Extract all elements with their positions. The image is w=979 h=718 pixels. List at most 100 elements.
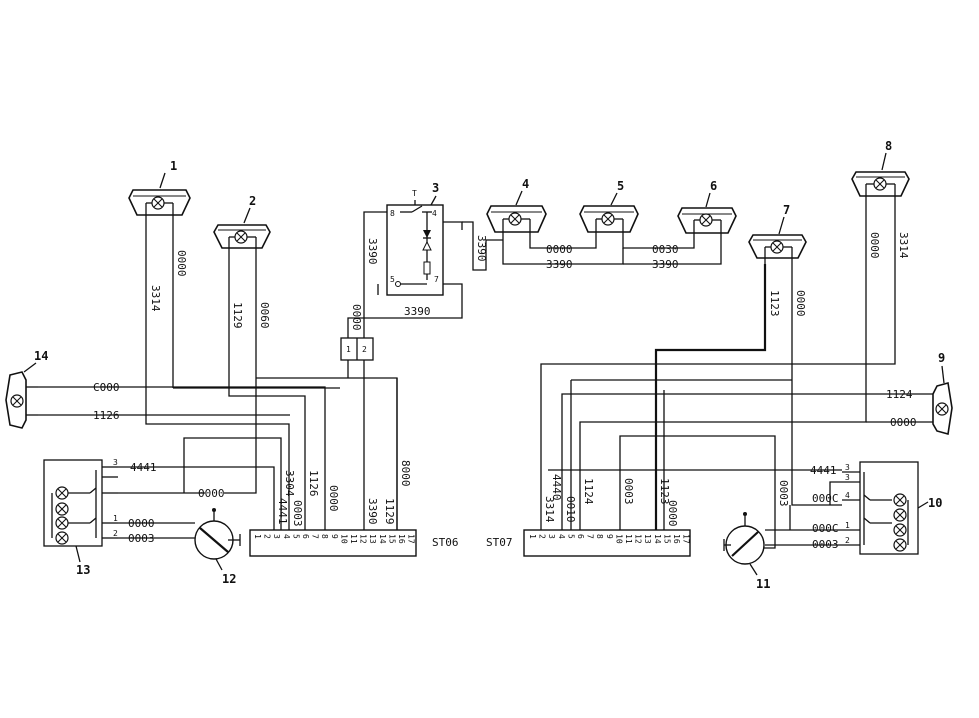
wire-label: 1129 [383, 498, 396, 525]
junction-pin-2: 2 [362, 345, 367, 354]
junction-block: 1 2 [340, 337, 374, 361]
connector-pin: 1 [528, 534, 537, 539]
lamp-bulb-icon [151, 196, 165, 210]
switch-panel-10: 3 3 4 1 2 10 [842, 461, 942, 555]
label-4: 4 [522, 177, 529, 191]
panel10-pin-3b: 3 [845, 473, 850, 482]
wire-label: 3314 [543, 496, 556, 523]
panel10-pin-2: 2 [845, 536, 850, 545]
wire-label: 0010 [564, 496, 577, 523]
panel10-pin-3: 3 [845, 463, 850, 472]
wire-label: 000C [812, 492, 839, 505]
connector-pin: 9 [330, 534, 339, 539]
connector-pin: 11 [349, 534, 358, 544]
connector-pin: 8 [320, 534, 329, 539]
connector-pin: 10 [339, 534, 348, 544]
wire-label: 0000 [327, 485, 340, 512]
panel13-pin-3: 3 [113, 458, 118, 467]
connector-pin: 15 [387, 534, 396, 544]
connector-st06-label: ST06 [432, 536, 459, 549]
wire-label: 0003 [812, 538, 839, 551]
lamp-5: 5 [579, 179, 639, 240]
lamp-bulb-icon [935, 402, 949, 416]
wire-label: C000 [93, 381, 120, 394]
relay-pin-8: 8 [390, 209, 395, 218]
wire-label: 1124 [886, 388, 913, 401]
label-3: 3 [432, 181, 439, 195]
connector-pin: 17 [407, 534, 416, 544]
wire-label: 0003 [291, 500, 304, 527]
lamp-7: 7 [748, 203, 807, 264]
lamp-bulb-icon [508, 212, 522, 226]
wire-label: 3390 [366, 498, 379, 525]
connector-pin: 3 [272, 534, 281, 539]
lamp-6: 6 [677, 179, 737, 240]
connector-pin: 2 [538, 534, 547, 539]
junction-pin-1: 1 [346, 345, 351, 354]
wire-label: 0000 [868, 232, 881, 259]
connector-pin: 14 [378, 534, 387, 544]
lamp-9: 9 [932, 351, 953, 436]
panel10-pin-1: 1 [845, 521, 850, 530]
wire-label: 3314 [149, 285, 162, 312]
wire-label: 3390 [652, 258, 679, 271]
switch-12: 12 [194, 508, 241, 586]
wire-label: 0060 [258, 302, 271, 329]
connector-pin: 2 [263, 534, 272, 539]
wire-label: 3314 [897, 232, 910, 259]
lamp-1: 1 [128, 159, 191, 222]
switch-panel-13: 3 1 2 13 [43, 458, 118, 577]
relay-pin-5: 5 [390, 275, 395, 284]
lamp-8: 8 [851, 139, 910, 204]
panel10-pin-4: 4 [845, 491, 850, 500]
connector-pin: 8 [595, 534, 604, 539]
connector-pin: 5 [566, 534, 575, 539]
connector-pin: 7 [311, 534, 320, 539]
connector-pin: 12 [359, 534, 368, 544]
label-1: 1 [170, 159, 177, 173]
relay-pin-t: T [412, 189, 417, 198]
label-2: 2 [249, 194, 256, 208]
relay-pin-7: 7 [434, 275, 439, 284]
wire-label: 3390 [366, 238, 379, 265]
wires-left [38, 211, 722, 539]
wire-label: 0000 [198, 487, 225, 500]
wire-label: 4441 [810, 464, 837, 477]
wire-label: 3390 [475, 235, 488, 262]
lamp-14: 14 [5, 349, 48, 429]
connector-pin: 6 [576, 534, 585, 539]
connector-pin: 9 [605, 534, 614, 539]
wire-label: 1123 [658, 478, 671, 505]
wire-label: 3390 [404, 305, 431, 318]
connector-pin: 6 [301, 534, 310, 539]
wire-label: 0003 [777, 480, 790, 507]
lamp-bulb-icon [699, 213, 713, 227]
label-14: 14 [34, 349, 48, 363]
connector-pin: 3 [547, 534, 556, 539]
wire-label: 0000 [890, 416, 917, 429]
label-5: 5 [617, 179, 624, 193]
connector-pin: 10 [614, 534, 623, 544]
wire-label: 0000 [546, 243, 573, 256]
wire-label: 8000 [399, 460, 412, 487]
connector-pin: 15 [662, 534, 671, 544]
wire-label: 0000 [350, 304, 363, 331]
label-9: 9 [938, 351, 945, 365]
panel13-pin-2: 2 [113, 529, 118, 538]
wire-label: 3390 [546, 258, 573, 271]
wire-label: 0000 [794, 290, 807, 317]
wire-labels: 3314 0000 1129 0060 3390 0000 3390 3390 … [93, 232, 917, 551]
wire-label: 1126 [93, 409, 120, 422]
lamp-bulb-icon [10, 394, 24, 408]
label-12: 12 [222, 572, 236, 586]
wire-label: 3304 [283, 470, 296, 497]
connector-pin: 14 [653, 534, 662, 544]
relay-3: 8 4 5 7 T 3 [386, 181, 444, 296]
panel13-pin-1: 1 [113, 514, 118, 523]
wire-label: 1126 [307, 470, 320, 497]
connector-pin: 1 [253, 534, 262, 539]
connector-pin: 13 [643, 534, 652, 544]
